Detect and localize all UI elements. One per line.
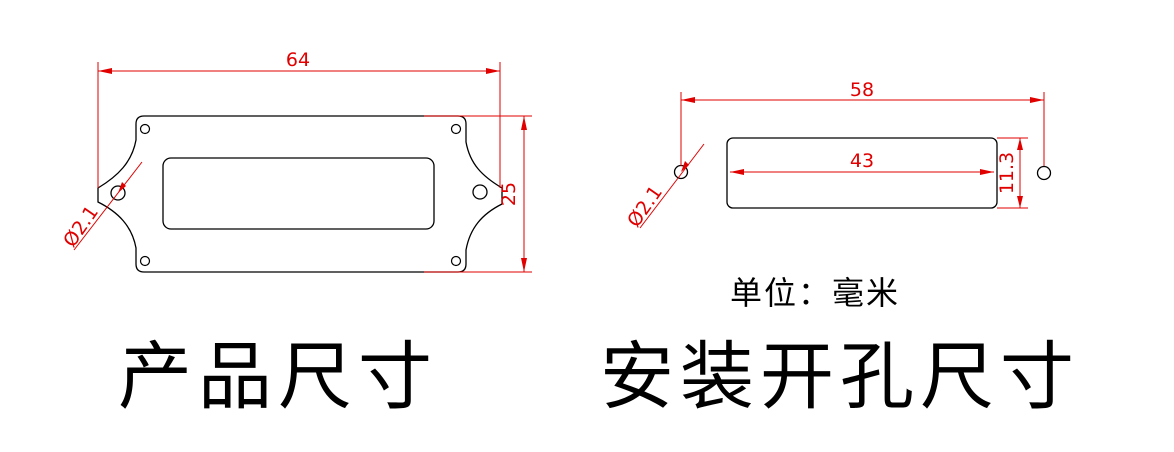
- cutout-slot-width-dimension: [730, 169, 994, 175]
- mounting-hole: [110, 185, 126, 201]
- cutout-slot-height-dimension: [997, 137, 1028, 209]
- product-hole-label: Ø2.1: [59, 202, 103, 252]
- corner-hole: [139, 123, 151, 135]
- product-hole-leader: [73, 161, 143, 251]
- product-size-title: 产品尺寸: [118, 334, 438, 420]
- cutout-width-dimension: [680, 92, 1045, 166]
- product-height-dimension: [424, 115, 532, 273]
- cutout-size-title: 安装开孔尺寸: [600, 334, 1080, 420]
- cutout-hole: [1036, 165, 1052, 181]
- product-window: [162, 157, 435, 230]
- cutout-width-label: 58: [850, 79, 874, 101]
- product-width-dimension: [97, 62, 501, 188]
- corner-hole: [450, 255, 462, 267]
- cutout-hole-label: Ø2.1: [623, 182, 667, 232]
- corner-hole: [450, 123, 462, 135]
- product-width-label: 64: [286, 49, 310, 71]
- cutout-hole-leader: [639, 143, 705, 229]
- corner-hole: [139, 255, 151, 267]
- product-outline: [97, 115, 503, 273]
- cutout-drawing: 58 43 11.3 Ø2.1: [623, 79, 1052, 232]
- mounting-hole: [472, 184, 488, 200]
- cutout-slot: [726, 137, 998, 209]
- product-height-label: 25: [498, 182, 520, 206]
- cutout-slot-height-label: 11.3: [996, 152, 1018, 194]
- unit-label: 单位：毫米: [730, 274, 901, 312]
- product-drawing: 64 25 Ø2.1: [59, 49, 532, 273]
- cutout-slot-width-label: 43: [850, 150, 874, 172]
